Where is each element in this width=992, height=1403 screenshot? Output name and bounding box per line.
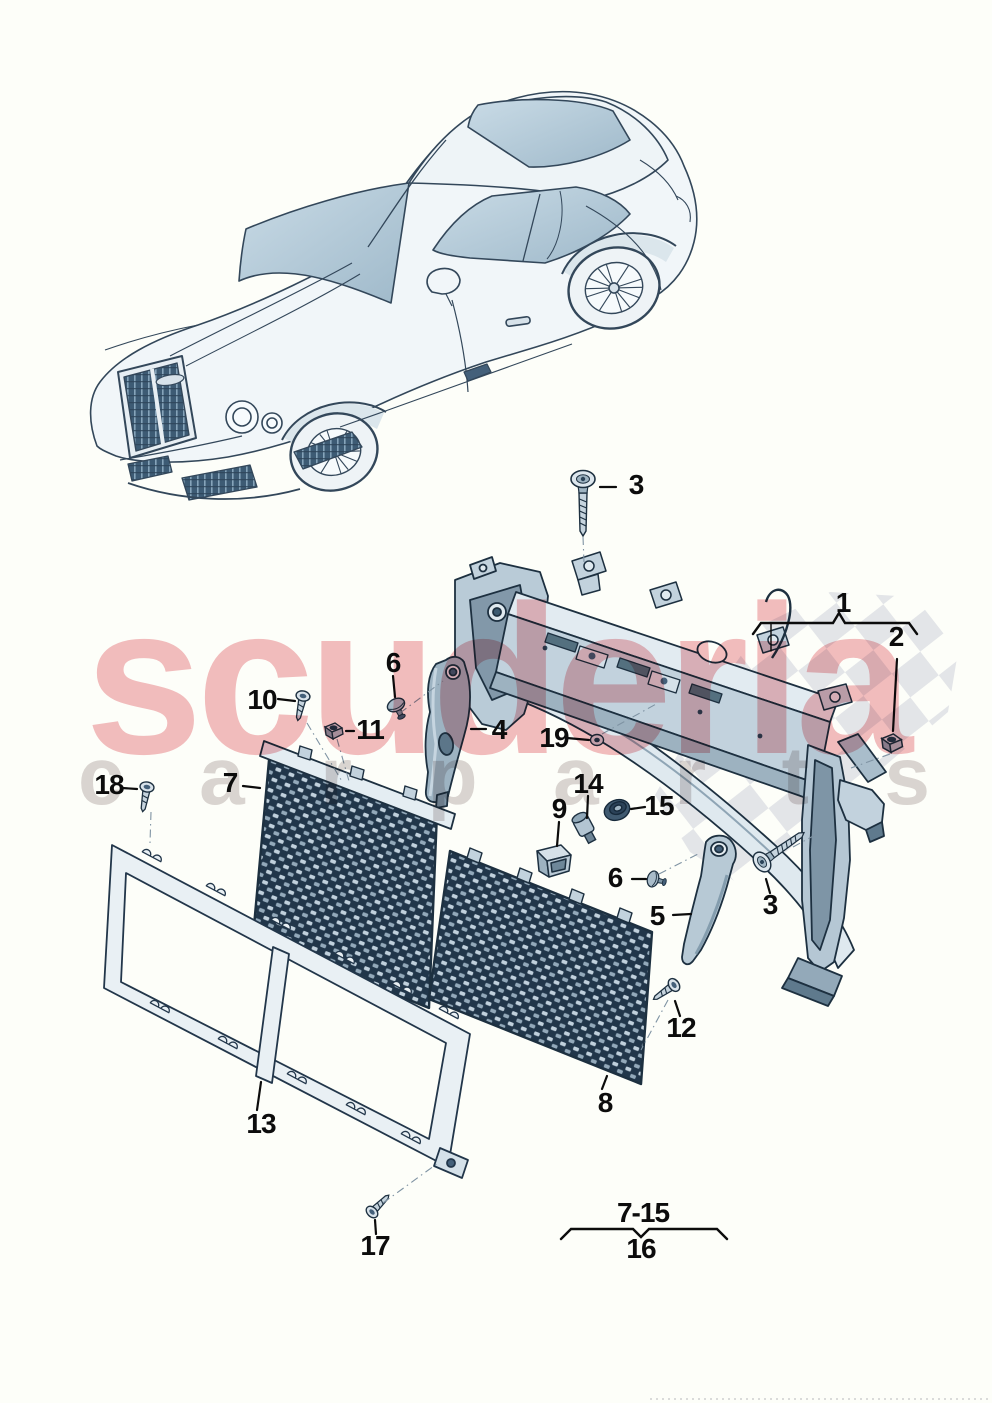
part-17-screw — [363, 1189, 395, 1221]
group-bracket-1 — [751, 610, 919, 636]
bumper-intake-center — [181, 464, 258, 501]
part-3-screw-top — [570, 469, 596, 537]
headlight-outer — [225, 400, 259, 434]
strut — [837, 733, 887, 783]
windshield — [238, 182, 410, 304]
fender-vent — [463, 363, 492, 382]
part-4-bracket — [424, 655, 471, 809]
bumper-intake-right — [293, 431, 363, 470]
part-8-grille-mesh-right — [427, 847, 654, 1086]
leader-lines — [120, 485, 919, 1241]
part-6-pushpin-left — [384, 694, 412, 724]
sunroof-glass — [467, 98, 631, 168]
part-5-bracket-arm — [681, 834, 737, 966]
part-1-air-duct-frame — [454, 551, 887, 1007]
part-6-pushpin-right — [644, 869, 669, 891]
side-mirror — [426, 267, 461, 295]
part-11-clip — [324, 722, 344, 740]
frame-center-divider — [255, 946, 290, 1084]
headlight-inner — [261, 412, 283, 434]
part-9-bracket-box — [536, 844, 572, 878]
part-10-screw — [290, 688, 312, 723]
bumper-intake-left — [127, 455, 173, 482]
part-15-grommet — [603, 798, 631, 822]
group-bracket-16 — [559, 1227, 729, 1241]
part-13-grille-frame — [103, 844, 471, 1179]
frame-clips — [141, 848, 459, 1145]
door-handle — [505, 315, 531, 328]
assembly-lines — [149, 536, 891, 1204]
part-12-screw — [648, 975, 683, 1006]
part-19-rivet — [589, 733, 605, 747]
bentley-emblem — [155, 373, 185, 387]
part-14-sensor — [571, 811, 597, 845]
car-illustration — [89, 90, 698, 501]
rear-wheel — [567, 246, 661, 330]
part-18-screw — [135, 780, 156, 814]
